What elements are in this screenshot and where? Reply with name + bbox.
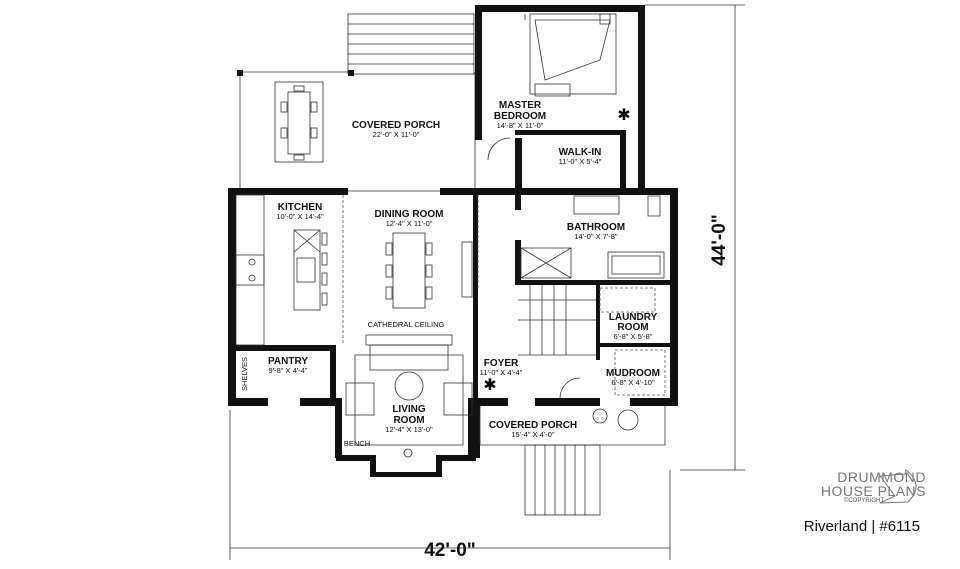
room-size: 14'-0" X 7'-8" <box>574 232 618 241</box>
room-size: 12'-4" X 13'-0" <box>385 425 433 434</box>
shelves-note: SHELVES <box>240 357 249 391</box>
room-name: ROOM <box>617 322 648 333</box>
dining-table <box>385 232 473 309</box>
cathedral-ceiling-note: CATHEDRAL CEILING <box>368 320 445 329</box>
plant-icon: ✱ <box>483 377 496 394</box>
dimension-lines <box>229 4 745 560</box>
room-name: DINING ROOM <box>375 209 444 220</box>
room-name: COVERED PORCH <box>489 420 577 431</box>
room-size: 9'-8" X 4'-4" <box>268 366 307 375</box>
plan-model-name: Riverland | #6115 <box>803 518 920 535</box>
room-name: BEDROOM <box>494 111 546 122</box>
room-name: FOYER <box>484 358 519 369</box>
bench-note: BENCH <box>344 439 370 448</box>
door-swing <box>559 377 581 399</box>
copyright: ©COPYRIGHT <box>843 498 884 504</box>
living-furniture <box>345 334 473 458</box>
room-size: 11'-0" X 4'-4" <box>480 368 523 377</box>
logo-mark <box>879 469 917 504</box>
brand-logo: DRUMMOND HOUSE PLANS ©COPYRIGHT <box>776 470 926 504</box>
rear-deck <box>347 13 475 76</box>
room-size: 11'-0" X 5'-4" <box>559 157 602 166</box>
plant-icon: ✱ <box>617 107 630 124</box>
brand-line1: DRUMMOND <box>837 469 926 485</box>
room-size: 6'-8" X 4'-10" <box>611 378 655 387</box>
room-size: 6'-8" X 5'-8" <box>613 332 652 341</box>
room-name: MUDROOM <box>606 368 660 379</box>
room-name: KITCHEN <box>278 202 322 213</box>
room-size: 22'-0" X 11'-0" <box>373 130 420 139</box>
width-dimension: 42'-0" <box>424 540 476 561</box>
room-name: PANTRY <box>268 356 308 367</box>
depth-dimension: 44'-0" <box>709 214 730 266</box>
kitchen-fixtures <box>235 194 328 346</box>
room-name: COVERED PORCH <box>352 120 440 131</box>
room-name: LAUNDRY <box>609 312 658 323</box>
dining-table-porch <box>274 81 324 163</box>
brand-line2: HOUSE PLANS <box>820 483 926 499</box>
service-walls <box>515 185 675 396</box>
main-walls <box>228 188 678 477</box>
room-name: ROOM <box>393 415 424 426</box>
room-name: WALK-IN <box>559 147 602 158</box>
room-size: 14'-8" X 11'-0" <box>497 121 544 130</box>
room-name: BATHROOM <box>567 222 625 233</box>
front-porch <box>479 406 666 516</box>
room-size: 12'-4" X 11'-0" <box>386 219 433 228</box>
room-name: MASTER <box>499 100 542 111</box>
room-size: 15'-4" X 4'-0" <box>511 430 555 439</box>
master-walls <box>475 5 645 190</box>
room-size: 10'-0" X 14'-4" <box>276 212 324 221</box>
door-swing <box>487 137 511 161</box>
room-name: LIVING <box>392 404 426 415</box>
